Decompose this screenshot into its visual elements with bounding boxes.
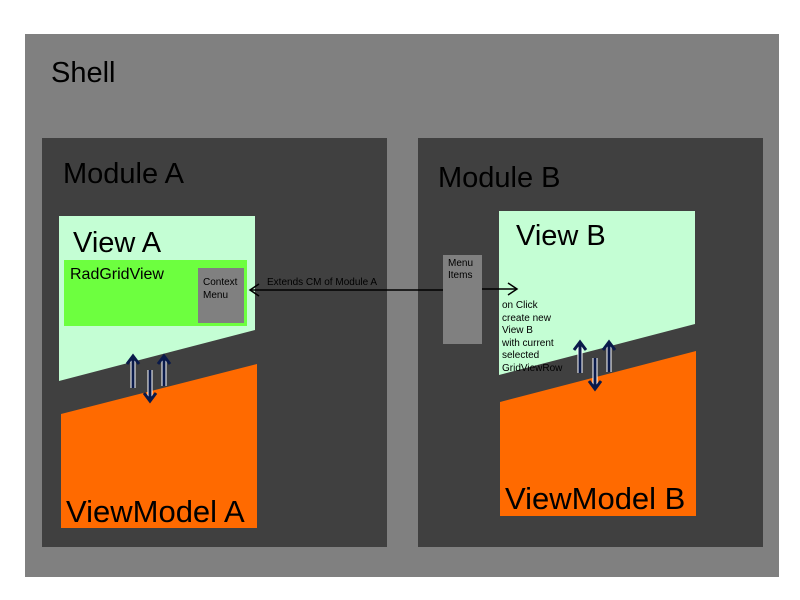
- viewmodel-a-shape: [61, 364, 257, 528]
- module-b-title: Module B: [438, 162, 561, 194]
- on-click-annotation: on Click create new View B with current …: [502, 300, 563, 374]
- viewmodel-b-shape: [500, 351, 696, 516]
- viewmodel-a-title: ViewModel A: [66, 494, 245, 529]
- view-a-title: View A: [73, 227, 162, 259]
- view-b-title: View B: [516, 220, 606, 252]
- context-menu-label: Context Menu: [203, 277, 238, 301]
- binding-arrows-b: [572, 339, 617, 392]
- module-a-title: Module A: [63, 158, 184, 190]
- menu-items-label: Menu Items: [448, 258, 474, 281]
- menu-items: [443, 255, 482, 344]
- context-menu: [198, 268, 244, 323]
- view-b-shape: [499, 211, 695, 375]
- shell-title: Shell: [51, 57, 116, 89]
- extends-annotation: Extends CM of Module A: [267, 277, 378, 288]
- viewmodel-b-title: ViewModel B: [505, 481, 686, 516]
- rad-grid-view-label: RadGridView: [70, 266, 164, 283]
- binding-arrows-a: [125, 353, 172, 404]
